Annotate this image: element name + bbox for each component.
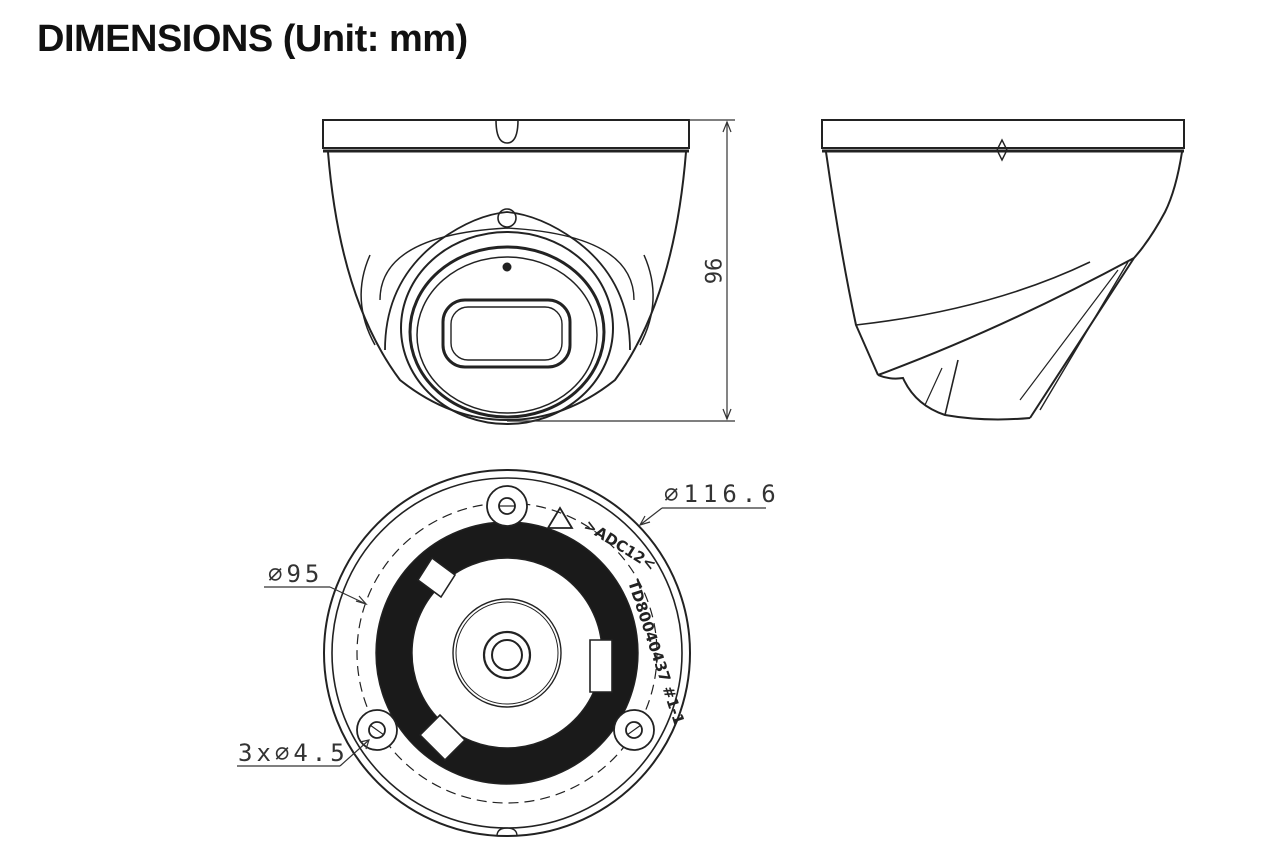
mount-diameter-leader bbox=[264, 586, 368, 606]
screw-hole-label: 3x⌀4.5 bbox=[238, 739, 349, 767]
outer-diameter-label: ⌀116.6 bbox=[664, 480, 781, 508]
lens-ring bbox=[408, 245, 606, 419]
lens-outer-ring bbox=[400, 231, 614, 425]
recycle-icon bbox=[546, 506, 574, 529]
front-screw-hole bbox=[497, 208, 517, 228]
bottom-view bbox=[323, 469, 691, 837]
height-label: 96 bbox=[699, 258, 724, 285]
side-mount-cap bbox=[821, 119, 1185, 149]
mount-diameter-label: ⌀95 bbox=[268, 560, 323, 588]
page-title: DIMENSIONS (Unit: mm) bbox=[37, 18, 468, 60]
front-view bbox=[322, 119, 690, 425]
outer-base-circle bbox=[323, 469, 691, 837]
front-housing bbox=[327, 151, 687, 422]
ribbed-ring bbox=[376, 522, 638, 784]
ir-sensor bbox=[502, 262, 512, 272]
clip-right bbox=[589, 639, 613, 693]
side-view bbox=[821, 119, 1185, 421]
clip-top-left bbox=[416, 556, 457, 599]
center-boss bbox=[452, 598, 562, 708]
side-housing bbox=[825, 151, 879, 376]
height-dimension bbox=[507, 119, 735, 422]
clip-bottom-left bbox=[418, 713, 467, 762]
lens-window bbox=[441, 298, 572, 369]
front-mount-cap bbox=[322, 119, 690, 149]
cap-notch bbox=[495, 119, 519, 144]
outer-diameter-leader bbox=[638, 507, 766, 526]
screw-hole-leader bbox=[237, 739, 370, 767]
